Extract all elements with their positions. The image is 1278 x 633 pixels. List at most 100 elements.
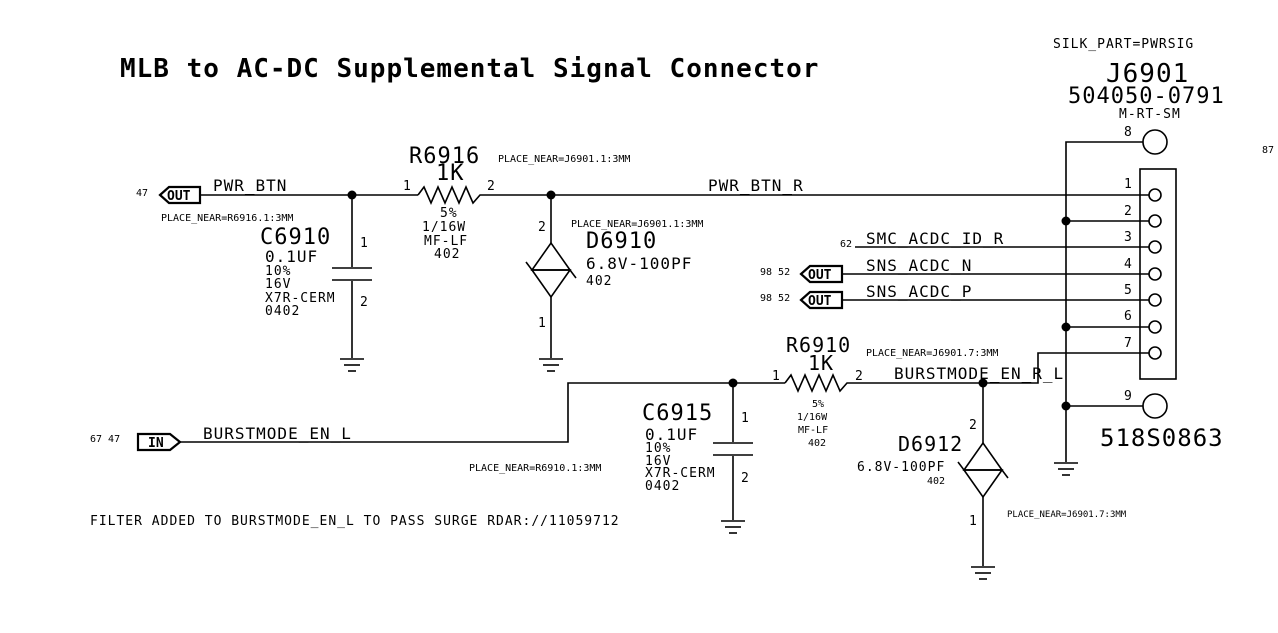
schematic-title: MLB to AC-DC Supplemental Signal Connect… [120,54,819,84]
component-ref: C6910 [260,225,331,250]
placement-note: PLACE_NEAR=J6901.7:3MM [1007,510,1127,520]
pin-number: 2 [360,295,368,310]
placement-note: PLACE_NEAR=R6910.1:3MM [469,463,601,474]
component-ref: R6910 [786,333,851,357]
component-value: 6.8V-100PF [857,460,945,475]
component-type: MF-LF [798,425,828,436]
component-size: 402 [927,476,945,487]
net-label-smc-acdc-id-r: SMC_ACDC_ID_R [866,229,1004,248]
component-type: X7R-CERM [645,466,716,481]
net-label-sns-acdc-n: SNS_ACDC_N [866,256,972,275]
component-size: 0402 [645,479,680,494]
component-type: X7R-CERM [265,291,336,306]
tvs-diode-d6912: D6912 2 1 6.8V-100PF 402 PLACE_NEAR=J690… [857,383,1127,580]
ground-symbol [721,520,745,534]
port-in-label: IN [148,436,164,451]
connector-bottom-part: 518S0863 [1100,424,1224,452]
sns-acdc-p-port: 98 52 OUT [760,290,844,310]
pin-number: 2 [487,179,495,194]
pin-number: 2 [538,220,546,235]
component-type: MF-LF [424,234,468,249]
connector-pin-number: 4 [1124,257,1132,272]
component-value: 6.8V-100PF [586,254,692,273]
port-page-ref: 98 52 [760,267,790,278]
pin-number: 2 [855,369,863,384]
connector-part-number: 504050-0791 [1068,84,1225,109]
component-size: 402 [586,274,612,289]
burstmode-in-port: 67 47 IN [90,432,182,452]
pin-number: 1 [741,411,749,426]
ground-symbol [1054,462,1078,476]
component-value: 0.1UF [265,247,318,266]
component-ref: C6915 [642,401,713,426]
resistor-r6916: R6916 1K PLACE_NEAR=J6901.1:3MM 1 2 5% 1… [403,144,630,262]
port-page-ref: 67 47 [90,434,120,445]
port-page-ref: 62 [840,239,852,250]
component-voltage: 16V [645,454,671,469]
component-size: 402 [434,247,460,262]
pin-number: 1 [538,316,546,331]
pin-number: 2 [969,418,977,433]
pin-number: 2 [741,471,749,486]
resistor-r6910: R6910 1K 1 2 5% 1/16W MF-LF 402 [772,333,863,449]
component-value: 1K [436,161,465,186]
component-value: 0.1UF [645,425,698,444]
ground-symbol [971,566,995,580]
connector-pin-6 [1148,320,1162,334]
connector-page-ref: 87 [1262,145,1274,156]
component-tolerance: 10% [265,264,291,279]
ground-symbol [539,358,563,372]
net-label-pwr-btn: PWR_BTN [213,176,287,195]
net-label-pwr-btn-r: PWR_BTN_R [708,176,804,195]
sns-acdc-n-port: 98 52 OUT [760,264,844,284]
connector-pin-3 [1148,240,1162,254]
connector-pin-number: 5 [1124,283,1132,298]
component-tolerance: 10% [645,441,671,456]
connector-pin-5 [1148,293,1162,307]
connector-pin-number: 1 [1124,177,1132,192]
port-out-label: OUT [167,189,191,204]
ground-symbol [340,358,364,372]
junction-dot [1061,216,1071,226]
component-ref: D6912 [898,432,963,456]
placement-note: PLACE_NEAR=J6901.1:3MM [498,154,630,165]
connector-pin-2 [1148,214,1162,228]
component-ref: R6916 [409,144,480,169]
net-label-sns-acdc-p: SNS_ACDC_P [866,282,972,301]
connector-ref: J6901 [1106,59,1189,89]
pin-number: 1 [360,236,368,251]
pin-number: 1 [969,514,977,529]
port-page-ref: 47 [136,188,148,199]
component-power: 1/16W [797,412,828,423]
connector-pin-7 [1148,346,1162,360]
tvs-diode-d6910: D6910 PLACE_NEAR=J6901.1:3MM 2 1 6.8V-10… [525,195,703,372]
pwr-btn-port: 47 OUT [136,185,202,205]
net-label-burstmode-en-r-l: BURSTMODE_EN_R_L [894,364,1064,383]
connector-pin-4 [1148,267,1162,281]
placement-note: PLACE_NEAR=J6901.1:3MM [571,219,703,230]
junction-dot [1061,401,1071,411]
connector-pin-number: 8 [1124,125,1132,140]
pin-number: 1 [403,179,411,194]
connector-pin-number: 7 [1124,336,1132,351]
component-size: 0402 [265,304,300,319]
connector-silk-label: SILK_PART=PWRSIG [1053,37,1194,52]
capacitor-c6910: C6910 PLACE_NEAR=R6916.1:3MM 1 2 0.1UF 1… [161,195,372,372]
placement-note: PLACE_NEAR=J6901.7:3MM [866,348,998,359]
connector-mount-pin-9 [1142,393,1168,419]
placement-note: PLACE_NEAR=R6916.1:3MM [161,213,293,224]
component-value: 1K [808,351,834,375]
wire-burstmode-en-r-l [856,352,1149,384]
component-voltage: 16V [265,277,291,292]
port-out-label: OUT [808,268,832,283]
resistor-symbol [417,185,490,205]
connector-j6901: SILK_PART=PWRSIG J6901 504050-0791 M-RT-… [1053,37,1274,476]
net-label-burstmode-en-l: BURSTMODE_EN_L [203,424,352,443]
component-size: 402 [808,438,826,449]
component-power: 1/16W [422,220,466,235]
port-page-ref: 98 52 [760,293,790,304]
connector-type: M-RT-SM [1119,107,1181,122]
component-tolerance: 5% [812,399,824,410]
design-note: FILTER ADDED TO BURSTMODE_EN_L TO PASS S… [90,514,620,529]
